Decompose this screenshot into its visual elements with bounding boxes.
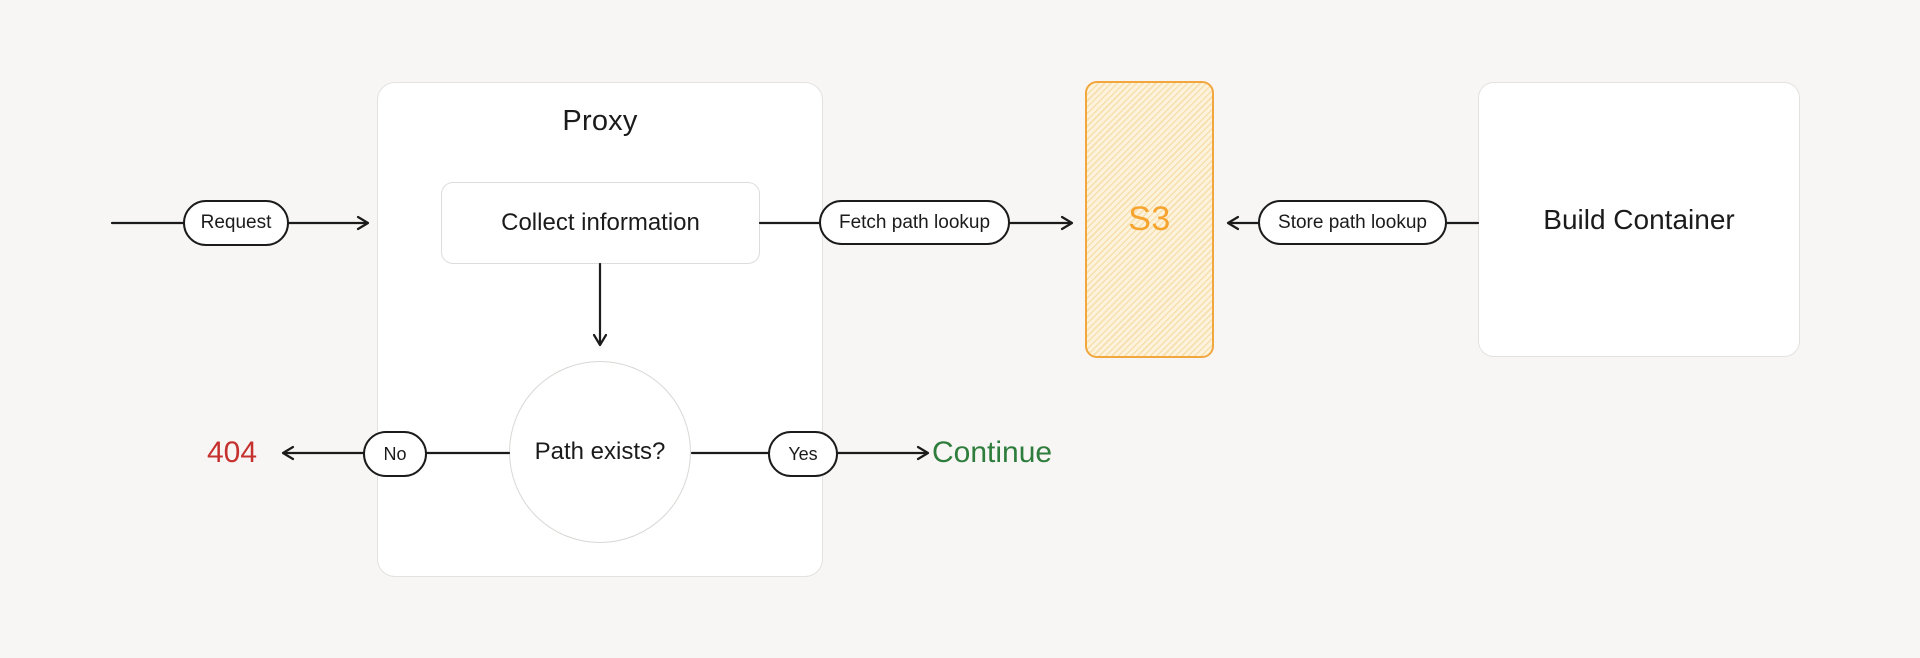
continue-label: Continue — [932, 436, 1053, 469]
store-path-lookup-label: Store path lookup — [1278, 211, 1427, 233]
store-path-lookup-pill: Store path lookup — [1258, 200, 1447, 245]
fetch-path-lookup-label: Fetch path lookup — [838, 211, 991, 233]
request-label: Request — [200, 212, 272, 233]
proxy-title: Proxy — [562, 105, 638, 137]
collect-information-node: Collect information — [441, 182, 760, 264]
no-branch-label: No — [383, 443, 407, 464]
arrowhead-yes-to-continue — [916, 445, 930, 461]
arrowhead-store-to-s3 — [1226, 215, 1240, 231]
path-exists-decision-node: Path exists? — [509, 361, 691, 543]
fetch-path-lookup-pill: Fetch path lookup — [819, 200, 1010, 245]
yes-branch-label: Yes — [788, 443, 818, 464]
collect-information-label: Collect information — [501, 209, 700, 236]
build-container-label: Build Container — [1543, 203, 1735, 235]
s3-label: S3 — [1128, 200, 1171, 238]
arrowhead-fetch-to-s3 — [1060, 215, 1074, 231]
request-pill: Request — [183, 200, 289, 246]
build-container-node: Build Container — [1478, 82, 1800, 357]
yes-branch-pill: Yes — [768, 431, 838, 477]
not-found-404-label: 404 — [207, 436, 258, 469]
no-branch-pill: No — [363, 431, 427, 477]
arrowhead-request-to-proxy — [356, 215, 370, 231]
s3-node: S3 — [1085, 81, 1214, 358]
arrowhead-no-to-404 — [281, 445, 295, 461]
path-exists-label: Path exists? — [534, 438, 666, 465]
